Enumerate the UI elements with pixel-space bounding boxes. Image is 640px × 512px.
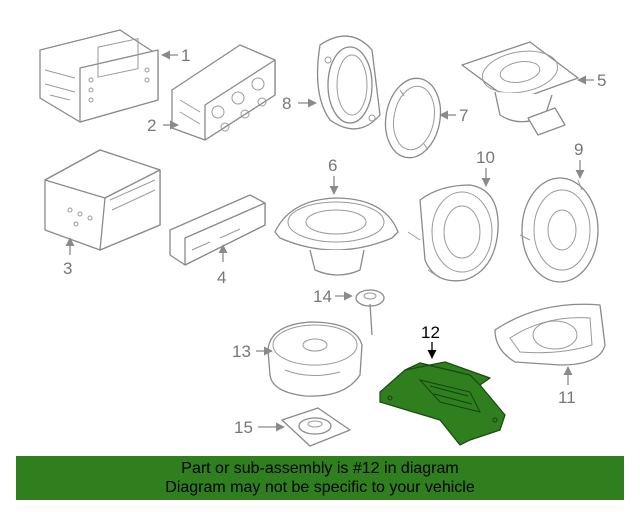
part-11-enclosure: [494, 303, 606, 366]
callout-6: 6: [328, 156, 337, 175]
callout-4: 4: [217, 268, 226, 287]
part-5-speaker: [461, 41, 579, 136]
part-12-amplifier-bracket: [379, 361, 506, 446]
callout-13: 13: [232, 342, 251, 361]
parts-diagram: 1 2 8 7 5: [39, 29, 606, 447]
callout-12: 12: [421, 323, 440, 342]
part-1-radio-unit: [39, 29, 159, 123]
part-10-speaker: [407, 184, 499, 282]
part-6-speaker: [274, 197, 399, 276]
part-2-control-panel: [171, 44, 276, 141]
part-13-subwoofer: [267, 321, 363, 397]
part-15-mounting-plate: [281, 407, 351, 447]
callout-5: 5: [597, 71, 606, 90]
part-4-module: [169, 194, 266, 266]
callout-3: 3: [63, 259, 72, 278]
banner-line-1: Part or sub-assembly is #12 in diagram: [181, 460, 459, 477]
callout-10: 10: [476, 148, 495, 167]
part-3-amplifier: [44, 149, 161, 251]
callout-11: 11: [558, 388, 576, 407]
callout-9: 9: [574, 140, 583, 159]
callout-2: 2: [147, 116, 156, 135]
callout-7: 7: [459, 106, 468, 125]
callout-8: 8: [282, 94, 291, 113]
part-14-clip: [355, 289, 385, 336]
part-9-speaker: [519, 177, 599, 283]
callout-15: 15: [234, 418, 253, 437]
callout-14: 14: [313, 287, 332, 306]
banner-line-2: Diagram may not be specific to your vehi…: [165, 479, 475, 496]
callout-1: 1: [181, 46, 190, 65]
part-7-speaker-cover: [384, 77, 442, 159]
info-banner: Part or sub-assembly is #12 in diagram D…: [16, 456, 624, 500]
part-8-speaker-bracket: [316, 35, 381, 130]
